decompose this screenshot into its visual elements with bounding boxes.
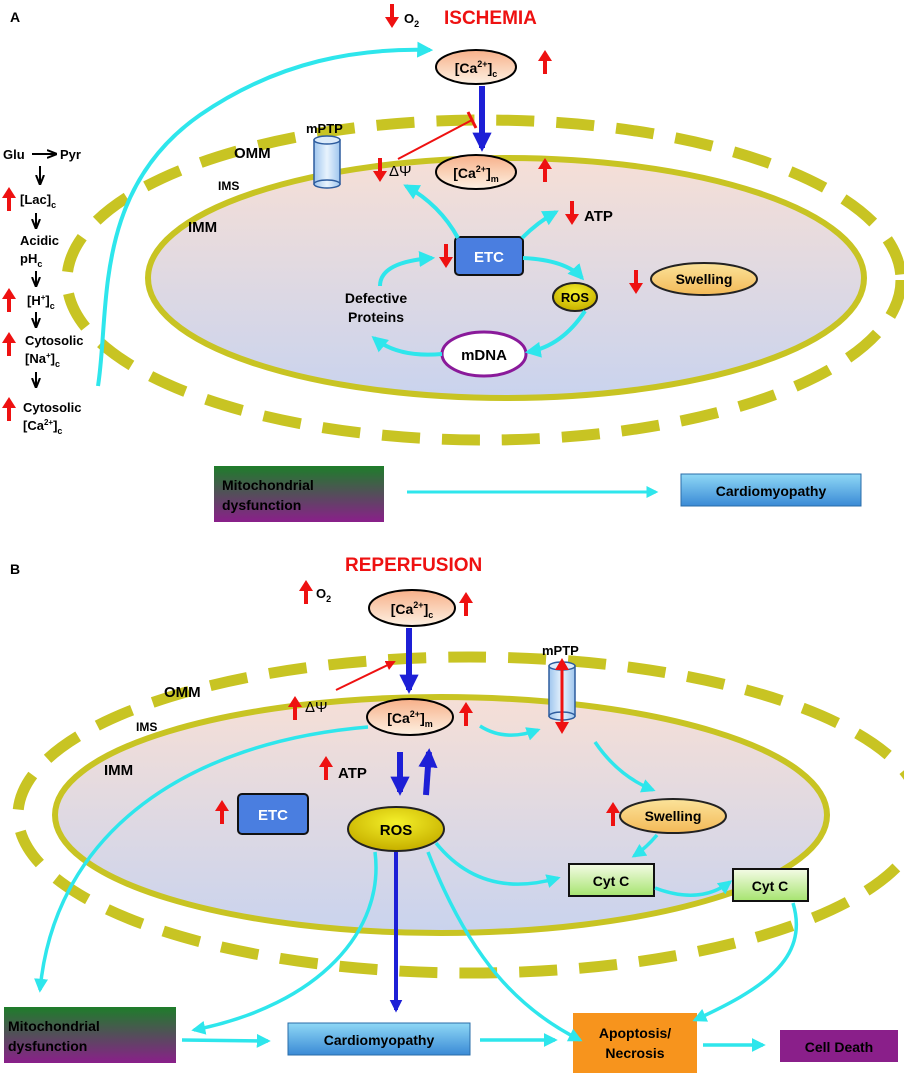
mitochondrial-dysfunction-box-a	[214, 466, 384, 522]
mito-calcium-oval-b	[366, 698, 454, 736]
cytc-box-outer	[732, 868, 809, 902]
glycolysis-pathway: Glu Pyr [Lac]c Acidic pHc [H+]c Cytosoli…	[0, 147, 84, 436]
apoptosis-label: Apoptosis/Necrosis	[599, 1025, 671, 1061]
panel-a-label: A	[10, 9, 20, 25]
lac-increase-arrow	[0, 185, 18, 213]
o2-decrease-arrow	[383, 2, 401, 30]
ros-label-b: ROS	[380, 822, 413, 839]
cytosolic-calcium-oval-b	[368, 589, 456, 627]
ros-oval-a	[552, 282, 598, 312]
mdna-label-a: mDNA	[461, 347, 507, 364]
outer-membrane-a	[61, 114, 904, 446]
pyr-label: Pyr	[60, 147, 81, 162]
o2-label: O2	[404, 11, 419, 29]
cytosolic-na-label-2: [Na+]c	[25, 351, 60, 369]
ph-label: pHc	[20, 251, 42, 269]
cytosolic-ca-label-2: [Ca2+]c	[23, 418, 62, 436]
delta-psi-label-b: ΔΨ	[305, 699, 328, 716]
mitochondrial-dysfunction-box-b	[4, 1007, 176, 1063]
cytosolic-na-label-1: Cytosolic	[25, 333, 84, 348]
inner-membrane-a	[145, 155, 867, 401]
ros-to-ca-arrow	[418, 748, 438, 796]
ca-m-label-a: [Ca2+]m	[453, 164, 499, 184]
mptp-channel-icon	[313, 135, 341, 189]
cardio-label-a: Cardiomyopathy	[716, 483, 827, 499]
panel-a: A O2 ISCHEMIA [Ca2+]c [Ca2+]m mPTP OMM	[0, 2, 904, 522]
cytc-label-outer: Cyt C	[752, 878, 789, 894]
o2-increase-arrow	[297, 578, 315, 606]
etc-label-b: ETC	[258, 807, 288, 824]
etc-box-a	[454, 236, 524, 276]
apoptosis-box	[573, 1013, 697, 1073]
o2-label-b: O2	[316, 586, 331, 604]
h-increase-arrow	[0, 286, 18, 314]
na-increase-arrow	[0, 330, 18, 358]
cardio-label-b: Cardiomyopathy	[324, 1032, 435, 1048]
swelling-oval-a	[650, 262, 758, 296]
ca-c-label-b: [Ca2+]c	[391, 600, 434, 620]
swelling-label-b: Swelling	[645, 808, 702, 824]
cycle-arrows-a	[96, 41, 587, 387]
stimulation-line-b	[335, 660, 396, 691]
flow-arrows-b	[34, 724, 799, 1052]
ischemia-title: ISCHEMIA	[444, 8, 537, 29]
etc-box-b	[237, 793, 309, 835]
swelling-label-a: Swelling	[676, 271, 733, 287]
acidic-label: Acidic	[20, 233, 59, 248]
ros-label-a: ROS	[561, 290, 590, 305]
etc-label-a: ETC	[474, 249, 504, 266]
cardiomyopathy-box-b	[287, 1022, 471, 1056]
ros-oval-b	[347, 806, 445, 852]
cytc-box-inner	[568, 863, 655, 897]
omm-label-a: OMM	[234, 145, 271, 162]
glu-label: Glu	[3, 147, 25, 162]
inhibition-bar-a	[466, 111, 478, 129]
atp-label-a: ATP	[584, 208, 613, 225]
h-label: [H+]c	[27, 293, 55, 311]
omm-label-b: OMM	[164, 684, 201, 701]
imm-label-b: IMM	[104, 762, 133, 779]
cytc-label-inner: Cyt C	[593, 873, 630, 889]
cytosolic-ca-label-1: Cytosolic	[23, 400, 82, 415]
mito-calcium-oval-a	[435, 154, 517, 190]
delta-psi-label-a: ΔΨ	[389, 163, 412, 180]
ca-c-increase-arrow-a	[536, 48, 554, 76]
reperfusion-title: REPERFUSION	[345, 555, 482, 576]
mptp-label-a: mPTP	[306, 121, 343, 136]
cell-death-label: Cell Death	[805, 1039, 873, 1055]
outer-membrane-b	[12, 651, 904, 979]
cytosolic-calcium-oval-a	[435, 49, 517, 85]
ca-c-increase-arrow-b	[457, 590, 475, 618]
cell-death-box	[780, 1030, 898, 1062]
ims-label-b: IMS	[136, 720, 157, 734]
panel-b: B REPERFUSION O2 [Ca2+]c [Ca2+]m ΔΨ OMM …	[4, 555, 904, 1073]
lac-label: [Lac]c	[20, 192, 56, 210]
ims-label-a: IMS	[218, 179, 239, 193]
panel-b-label: B	[10, 561, 20, 577]
ca-c-label-a: [Ca2+]c	[455, 59, 498, 79]
ca-cyto-increase-arrow	[0, 395, 18, 423]
imm-label-a: IMM	[188, 219, 217, 236]
swelling-oval-b	[619, 798, 727, 834]
cardiomyopathy-box-a	[680, 473, 862, 507]
mptp-bidirectional-arrow	[555, 658, 569, 734]
ca-m-label-b: [Ca2+]m	[387, 709, 433, 729]
mptp-label-b: mPTP	[542, 643, 579, 658]
inhibition-line-a	[397, 119, 473, 160]
atp-label-b: ATP	[338, 765, 367, 782]
